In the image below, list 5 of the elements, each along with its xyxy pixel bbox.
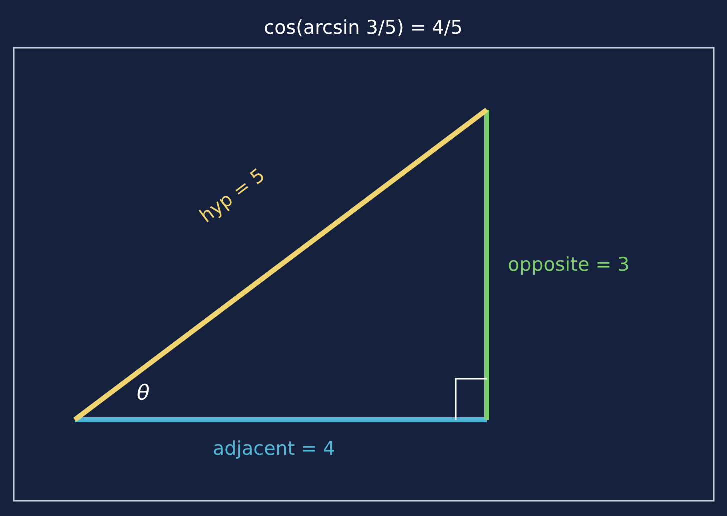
side-label: opposite = 3 (508, 254, 630, 276)
angle-label: θ (137, 381, 150, 405)
chart-title: cos(arcsin 3/5) = 4/5 (263, 17, 464, 39)
side-label: adjacent = 4 (213, 438, 336, 460)
side-label: hyp = 5 (196, 164, 270, 228)
